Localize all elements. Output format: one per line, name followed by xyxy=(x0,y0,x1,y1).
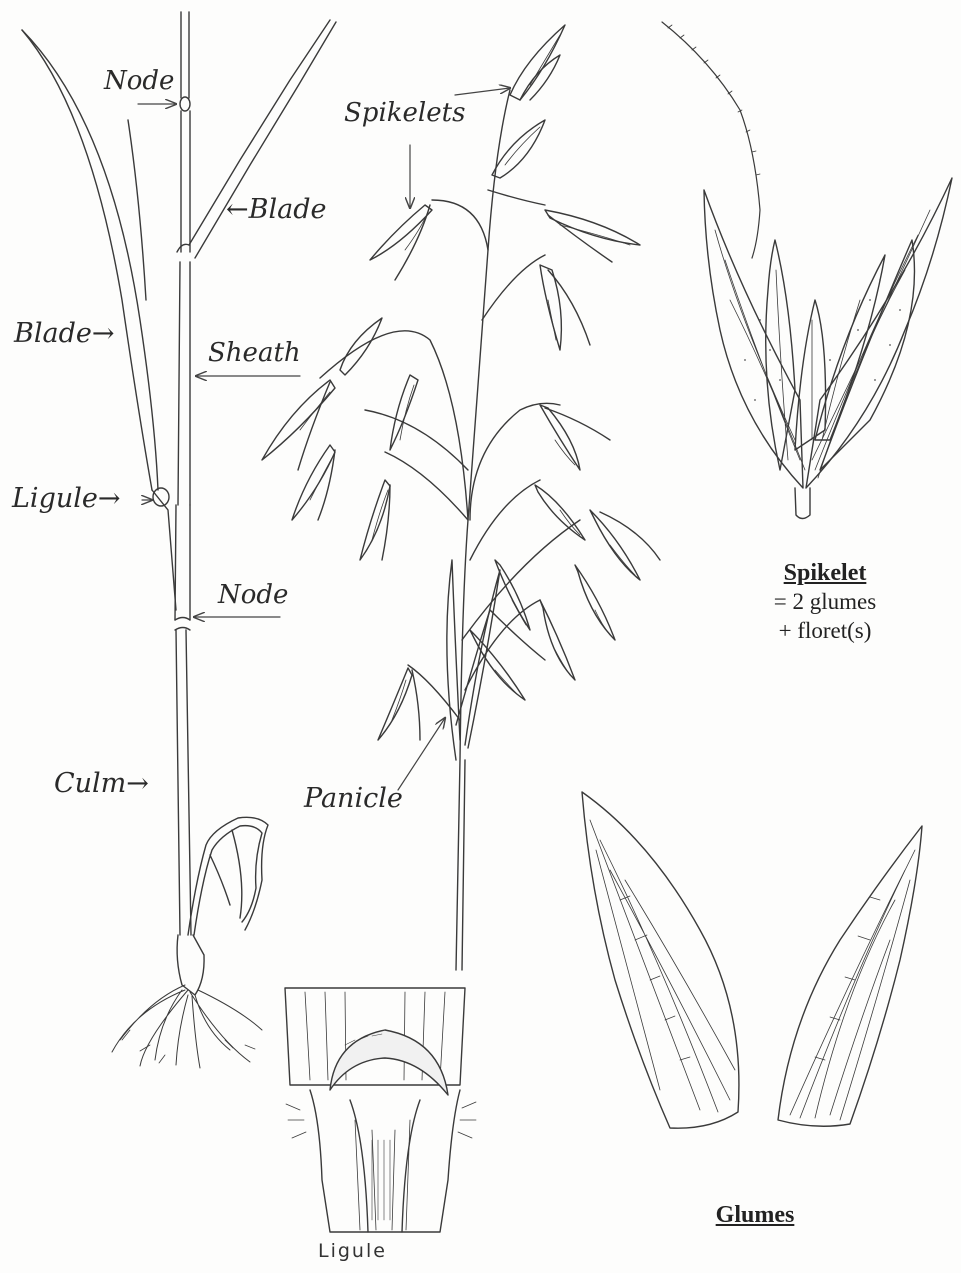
grass-culm-drawing xyxy=(22,12,336,1068)
spikelet-detail-drawing xyxy=(662,22,952,519)
label-spikelets: Spikelets xyxy=(344,100,465,126)
label-ligule: Ligule→ xyxy=(12,485,120,512)
label-node-top: Node xyxy=(104,68,174,94)
label-blade-right: ←Blade xyxy=(226,196,326,223)
spikelet-caption-title: Spikelet xyxy=(740,558,910,588)
label-blade-left: Blade→ xyxy=(14,320,114,347)
spikelet-caption-line2: + floret(s) xyxy=(740,617,910,646)
ligule-detail-drawing xyxy=(285,988,476,1232)
label-node-mid: Node xyxy=(218,582,288,608)
glumes-caption: Glumes xyxy=(690,1200,820,1230)
label-culm: Culm→ xyxy=(54,770,149,797)
glumes-drawing xyxy=(582,792,922,1128)
label-sheath: Sheath xyxy=(208,340,301,366)
spikelet-caption: Spikelet = 2 glumes + floret(s) xyxy=(740,558,910,646)
spikelet-caption-line1: = 2 glumes xyxy=(740,588,910,617)
label-panicle: Panicle xyxy=(304,785,403,812)
glumes-caption-title: Glumes xyxy=(690,1200,820,1230)
ligule-caption: Ligule xyxy=(318,1240,387,1262)
panicle-drawing xyxy=(262,25,660,970)
